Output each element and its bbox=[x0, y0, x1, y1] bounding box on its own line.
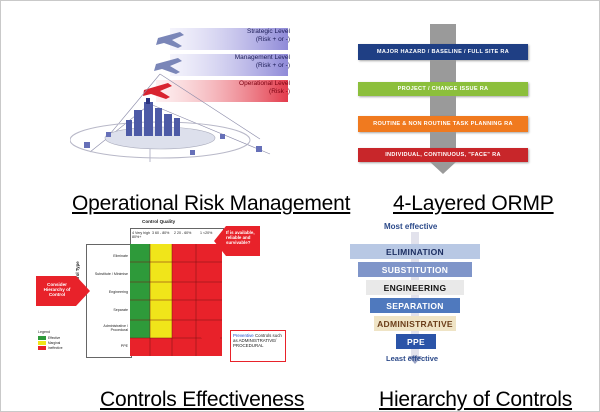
row-label: PPE bbox=[120, 344, 128, 348]
legend-swatch-marginal bbox=[38, 341, 46, 345]
level-title: Management Level bbox=[234, 54, 290, 61]
hierarchy-arrow-shaft bbox=[408, 232, 422, 364]
level-sub: (Risk -) bbox=[269, 87, 290, 95]
ormp-layer-4: INDIVIDUAL, CONTINUOUS, "FACE" RA bbox=[358, 148, 528, 162]
ormp-graphic: MAJOR HAZARD / BASELINE / FULL SITE RA P… bbox=[358, 24, 528, 174]
col-header: 2 20 - 60% bbox=[174, 231, 192, 235]
legend-swatch-effective bbox=[38, 336, 46, 340]
row-label: Engineering bbox=[108, 290, 128, 294]
preventive-rest: Controls such as ADMINISTRATIVE/ PROCEDU… bbox=[233, 333, 282, 348]
col-header: 1 <20% bbox=[200, 231, 213, 235]
management-level-label: Management Level (Risk + or -) bbox=[210, 54, 290, 69]
controls-matrix-panel: Control Quality Control Type 4 Very high… bbox=[34, 218, 288, 364]
hierarchy-level-engineering: ENGINEERING bbox=[366, 280, 464, 295]
consider-hierarchy-text: Consider Hierarchy of Control bbox=[43, 282, 71, 297]
grid-lines bbox=[130, 244, 222, 356]
ormp-arrow-segment bbox=[430, 132, 456, 148]
caption-ormp: 4-Layered ORMP bbox=[393, 192, 554, 215]
consider-hierarchy-arrow bbox=[36, 276, 90, 306]
row-label: Administrative / Procedural bbox=[103, 324, 128, 332]
preventive-callout-box: Preventive Controls such as ADMINISTRATI… bbox=[230, 330, 286, 362]
level-title: Operational Level bbox=[239, 80, 290, 87]
ormp-arrow-segment bbox=[430, 96, 456, 116]
level-sub: (Risk + or -) bbox=[255, 61, 290, 69]
hierarchy-level-substitution: SUBSTITUTION bbox=[358, 262, 472, 277]
ormp-layer-3: ROUTINE & NON ROUTINE TASK PLANNING RA bbox=[358, 116, 528, 132]
caption-controls: Controls Effectiveness bbox=[100, 388, 305, 411]
orm-illustration bbox=[69, 28, 288, 162]
preventive-callout-text: Preventive Controls such as ADMINISTRATI… bbox=[233, 333, 283, 348]
legend-text: Effective bbox=[48, 336, 61, 340]
level-title: Strategic Level bbox=[247, 28, 290, 35]
ormp-arrow-segment bbox=[430, 60, 456, 82]
orm-graphic: Strategic Level (Risk + or -) Management… bbox=[69, 14, 300, 164]
hierarchy-most-effective: Most effective bbox=[384, 222, 438, 231]
operational-level-label: Operational Level (Risk -) bbox=[210, 80, 290, 95]
row-label: Substitute / Minimise bbox=[94, 272, 128, 276]
strategic-level-label: Strategic Level (Risk + or -) bbox=[220, 28, 290, 43]
matrix-grid bbox=[130, 244, 222, 356]
reliability-callout-arrow bbox=[214, 226, 260, 256]
cell-green bbox=[130, 244, 150, 338]
caption-orm: Operational Risk Management bbox=[72, 192, 351, 215]
ormp-arrow-head bbox=[430, 162, 456, 174]
row-label-column bbox=[86, 244, 132, 358]
legend-title: Legend bbox=[38, 330, 50, 334]
ormp-arrow-segment bbox=[430, 24, 456, 44]
col-header: 3 60 - 80% bbox=[152, 231, 170, 235]
preventive-highlight: Preventive bbox=[233, 333, 254, 338]
hierarchy-least-effective: Least effective bbox=[386, 354, 439, 363]
cell-red bbox=[130, 338, 150, 356]
hierarchy-level-ppe: PPE bbox=[396, 334, 436, 349]
hierarchy-level-elimination: ELIMINATION bbox=[350, 244, 480, 259]
level-sub: (Risk + or -) bbox=[255, 35, 290, 43]
cell-red bbox=[150, 338, 172, 356]
hierarchy-level-separation: SEPARATION bbox=[370, 298, 460, 313]
caption-hierarchy: Hierarchy of Controls bbox=[379, 388, 573, 411]
row-label: Separate bbox=[113, 308, 128, 312]
row-label: Eliminate bbox=[113, 254, 128, 258]
matrix-title: Control Quality bbox=[142, 219, 176, 224]
ormp-layer-1: MAJOR HAZARD / BASELINE / FULL SITE RA bbox=[358, 44, 528, 60]
ormp-layer-2: PROJECT / CHANGE ISSUE RA bbox=[358, 82, 528, 96]
col-header: 4 Very high 80%+ bbox=[132, 231, 150, 239]
hierarchy-panel: Most effective ELIMINATION SUBSTITUTION … bbox=[340, 218, 490, 368]
hierarchy-level-administrative: ADMINISTRATIVE bbox=[374, 316, 456, 331]
legend-text: Ineffective bbox=[48, 346, 63, 350]
reliability-callout-text: If is available, reliable and survivable… bbox=[226, 230, 255, 245]
preventive-callout-arrow bbox=[200, 330, 220, 344]
legend-text: Marginal bbox=[48, 341, 61, 345]
legend-swatch-ineffective bbox=[38, 346, 46, 350]
